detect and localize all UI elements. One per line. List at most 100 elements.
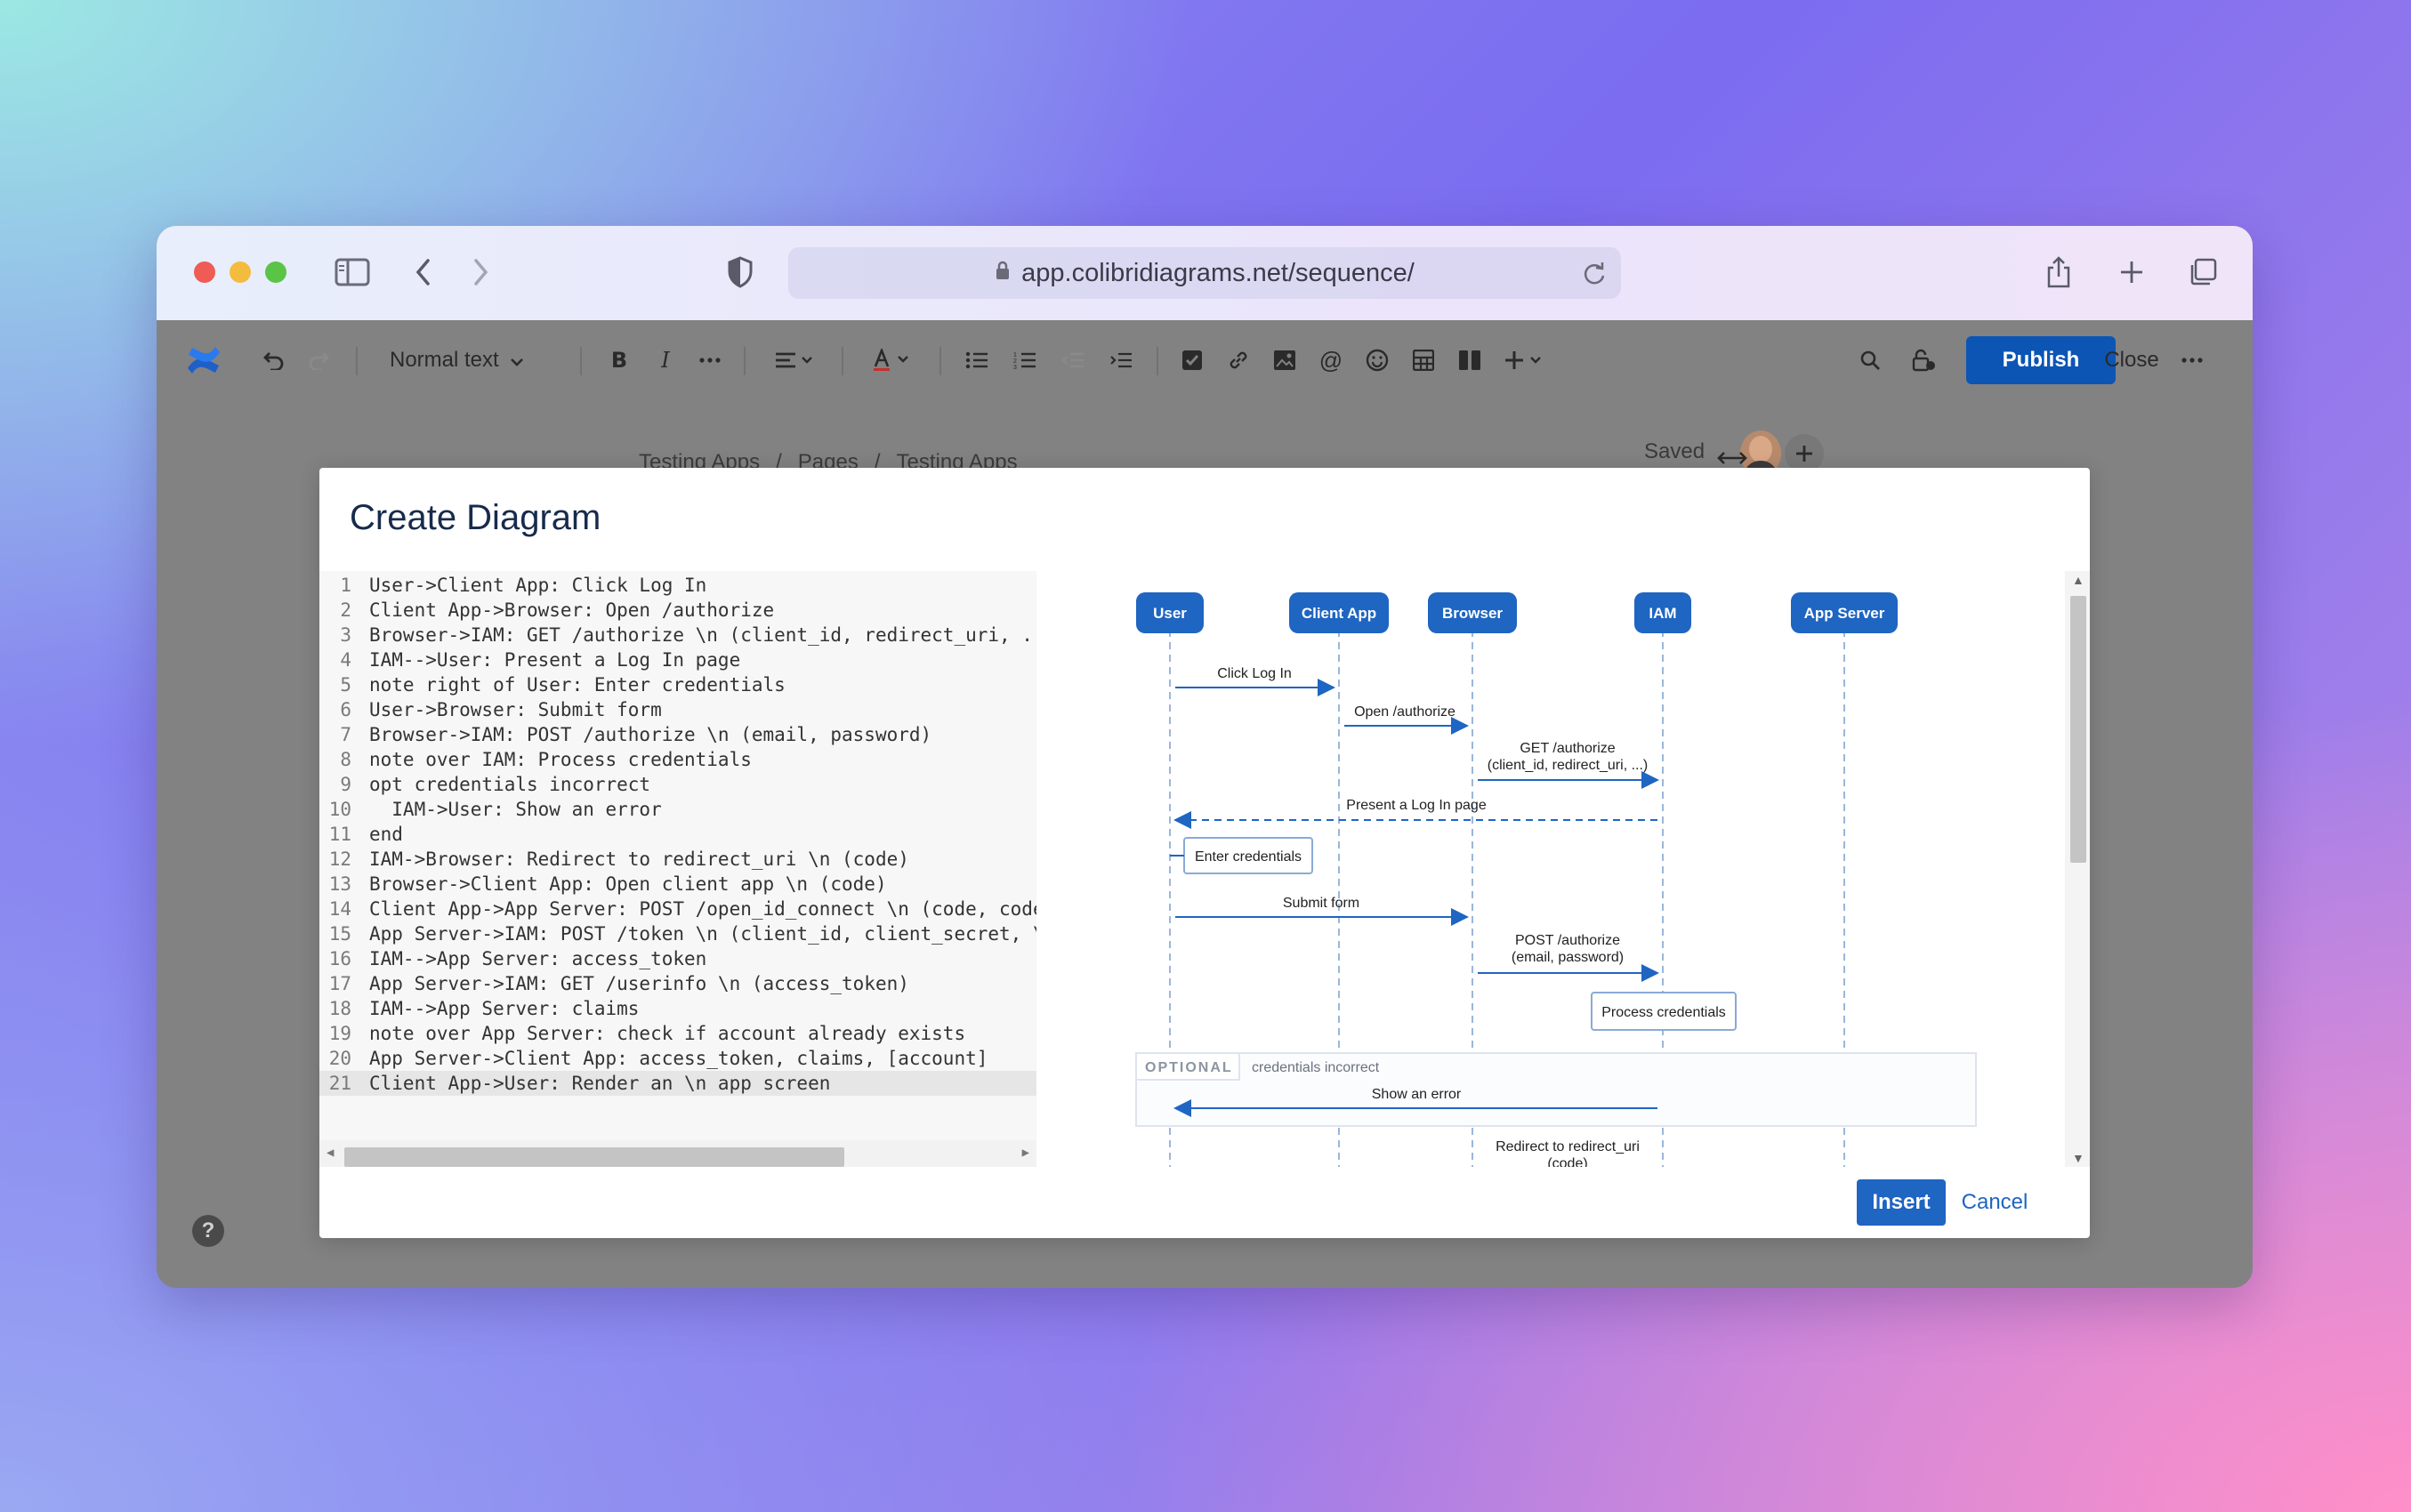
- address-bar[interactable]: app.colibridiagrams.net/sequence/: [788, 247, 1621, 299]
- undo-icon[interactable]: [256, 342, 288, 379]
- vertical-scrollbar[interactable]: ▲ ▼: [2065, 571, 2090, 1167]
- maximize-window-button[interactable]: [265, 261, 286, 283]
- dialog-title: Create Diagram: [350, 498, 601, 537]
- invite-user-icon[interactable]: [1785, 434, 1824, 473]
- reload-icon[interactable]: [1582, 260, 1607, 294]
- code-text: IAM-->App Server: access_token: [369, 948, 707, 969]
- code-line[interactable]: 10 IAM->User: Show an error: [319, 797, 1036, 822]
- horizontal-scrollbar[interactable]: ◀ ▶: [319, 1140, 1036, 1167]
- line-number: 8: [340, 749, 351, 770]
- svg-text:Client App: Client App: [1302, 605, 1376, 622]
- indent-icon[interactable]: [1105, 342, 1137, 379]
- search-icon[interactable]: [1854, 342, 1886, 379]
- tabs-icon[interactable]: [2185, 251, 2221, 294]
- scroll-up-icon[interactable]: ▲: [2072, 573, 2084, 587]
- scrollbar-thumb[interactable]: [344, 1147, 844, 1167]
- redo-icon[interactable]: [304, 342, 336, 379]
- message-label: Click Log In: [1217, 666, 1292, 681]
- cancel-button[interactable]: Cancel: [1961, 1190, 2028, 1214]
- emoji-icon[interactable]: [1361, 342, 1393, 379]
- insert-button[interactable]: Insert: [1857, 1179, 1946, 1226]
- restrictions-lock-icon[interactable]: [1907, 342, 1939, 379]
- share-icon[interactable]: [2041, 251, 2076, 294]
- line-number: 21: [328, 1073, 351, 1094]
- text-style-dropdown[interactable]: Normal text: [390, 342, 541, 379]
- help-icon[interactable]: ?: [192, 1215, 224, 1247]
- task-checkbox-icon[interactable]: [1176, 342, 1208, 379]
- confluence-logo-icon[interactable]: [183, 342, 224, 379]
- code-line[interactable]: 21 Client App->User: Render an \n app scr…: [319, 1071, 1036, 1096]
- outdent-icon[interactable]: [1057, 342, 1089, 379]
- code-text: opt credentials incorrect: [369, 774, 651, 795]
- more-options-icon[interactable]: [2176, 342, 2208, 379]
- forward-icon[interactable]: [464, 251, 496, 294]
- new-tab-icon[interactable]: [2114, 251, 2149, 294]
- mention-icon[interactable]: @: [1318, 346, 1343, 374]
- scroll-right-icon[interactable]: ▶: [1021, 1146, 1029, 1160]
- back-icon[interactable]: [407, 251, 439, 294]
- close-window-button[interactable]: [194, 261, 215, 283]
- svg-text:Enter credentials: Enter credentials: [1195, 849, 1302, 865]
- expand-width-icon[interactable]: [1717, 450, 1747, 470]
- insert-more-icon[interactable]: [1500, 342, 1548, 379]
- bold-icon[interactable]: B: [610, 348, 628, 373]
- url-text: app.colibridiagrams.net/sequence/: [1021, 258, 1415, 287]
- text-color-icon[interactable]: [868, 342, 916, 379]
- scrollbar-thumb[interactable]: [2070, 596, 2086, 863]
- scroll-left-icon[interactable]: ◀: [327, 1146, 335, 1160]
- participant-app-server: App Server: [1791, 592, 1898, 633]
- participant-browser: Browser: [1428, 592, 1517, 633]
- message-label: Present a Log In page: [1346, 798, 1487, 813]
- code-text: Client App->User: Render an \n app scree…: [369, 1073, 831, 1094]
- more-formatting-icon[interactable]: [694, 342, 726, 379]
- code-text: App Server->IAM: GET /userinfo \n (acces…: [369, 973, 909, 994]
- code-text: Browser->IAM: POST /authorize \n (email,…: [369, 724, 932, 745]
- svg-text:Browser: Browser: [1442, 605, 1503, 622]
- line-number: 19: [328, 1023, 351, 1044]
- table-icon[interactable]: [1407, 342, 1439, 379]
- shield-icon[interactable]: [722, 251, 758, 294]
- scroll-down-icon[interactable]: ▼: [2072, 1151, 2084, 1165]
- line-number: 20: [328, 1048, 351, 1069]
- image-icon[interactable]: [1269, 342, 1301, 379]
- layouts-icon[interactable]: [1454, 342, 1486, 379]
- optional-frame: [1135, 1052, 1977, 1127]
- minimize-window-button[interactable]: [230, 261, 251, 283]
- optional-condition: credentials incorrect: [1252, 1060, 1380, 1075]
- code-text: User->Client App: Click Log In: [369, 575, 707, 596]
- link-icon[interactable]: [1222, 342, 1254, 379]
- close-editor-button[interactable]: Close: [2104, 348, 2159, 372]
- code-text: Client App->App Server: POST /open_id_co…: [369, 898, 1036, 920]
- browser-titlebar: app.colibridiagrams.net/sequence/: [157, 226, 2253, 320]
- publish-button[interactable]: Publish: [1966, 336, 2116, 384]
- sidebar-icon[interactable]: [331, 251, 374, 294]
- bullet-list-icon[interactable]: [961, 342, 993, 379]
- toolbar-divider: [356, 347, 358, 375]
- toolbar-divider: [842, 347, 843, 375]
- italic-icon[interactable]: I: [661, 348, 670, 373]
- svg-text:IAM: IAM: [1649, 605, 1676, 622]
- message-label: (email, password): [1512, 950, 1624, 965]
- alignment-dropdown-icon[interactable]: [770, 342, 818, 379]
